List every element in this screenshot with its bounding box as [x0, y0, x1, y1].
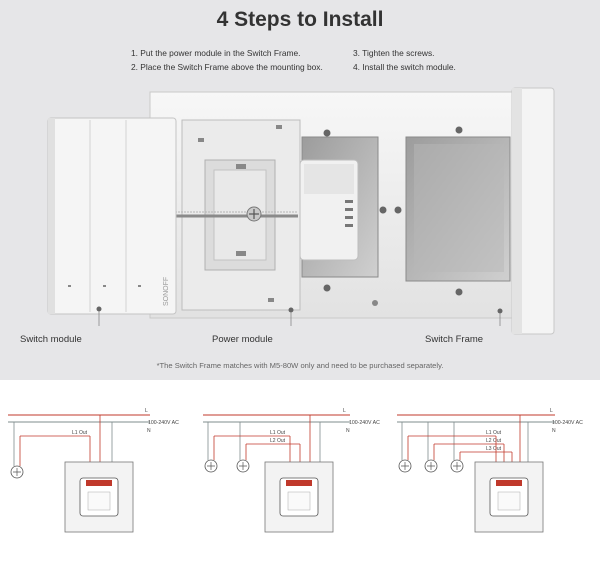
live-label-2: L	[343, 408, 346, 414]
page-title: 4 Steps to Install	[216, 8, 384, 31]
power-module-body	[299, 159, 359, 261]
switch-module-body	[47, 117, 177, 315]
wiring-diagrams: L N 100-240V AC L1 Out L N 100-240V AC L…	[0, 380, 600, 562]
voltage-label-1: 100-240V AC	[148, 420, 179, 426]
live-label-1: L	[145, 408, 148, 414]
l1-out-label-1: L1 Out	[72, 430, 88, 436]
brand-label: SONOFF	[163, 277, 170, 306]
neutral-label-2: N	[346, 428, 350, 434]
neutral-label-3: N	[552, 428, 556, 434]
voltage-label-3: 100-240V AC	[552, 420, 583, 426]
wiring-diagram-3: L N 100-240V AC L1 Out L2 Out L3 Out	[397, 408, 583, 533]
power-module-label: Power module	[212, 334, 273, 345]
live-label-3: L	[550, 408, 553, 414]
neutral-label-1: N	[147, 428, 151, 434]
install-illustration: SONOFF	[47, 87, 555, 335]
footnote: *The Switch Frame matches with M5-80W on…	[156, 361, 444, 370]
step-4: 4. Install the switch module.	[353, 62, 456, 72]
l1-out-label-2: L1 Out	[270, 430, 286, 436]
l2-out-label-3: L2 Out	[486, 438, 502, 444]
wiring-diagram-1: L N 100-240V AC L1 Out	[8, 408, 179, 533]
step-2: 2. Place the Switch Frame above the moun…	[131, 62, 323, 72]
l1-out-label-3: L1 Out	[486, 430, 502, 436]
voltage-label-2: 100-240V AC	[349, 420, 380, 426]
install-section: 4 Steps to Install 1. Put the power modu…	[0, 0, 600, 380]
l2-out-label-2: L2 Out	[270, 438, 286, 444]
step-3: 3. Tighten the screws.	[353, 48, 435, 58]
callout-pointers	[96, 306, 503, 326]
l3-out-label-3: L3 Out	[486, 446, 502, 452]
wiring-diagram-2: L N 100-240V AC L1 Out L2 Out	[203, 408, 380, 533]
mounting-bracket	[175, 119, 301, 311]
switch-module-label: Switch module	[20, 334, 82, 345]
switch-frame-label: Switch Frame	[425, 334, 484, 345]
step-1: 1. Put the power module in the Switch Fr…	[131, 48, 301, 58]
